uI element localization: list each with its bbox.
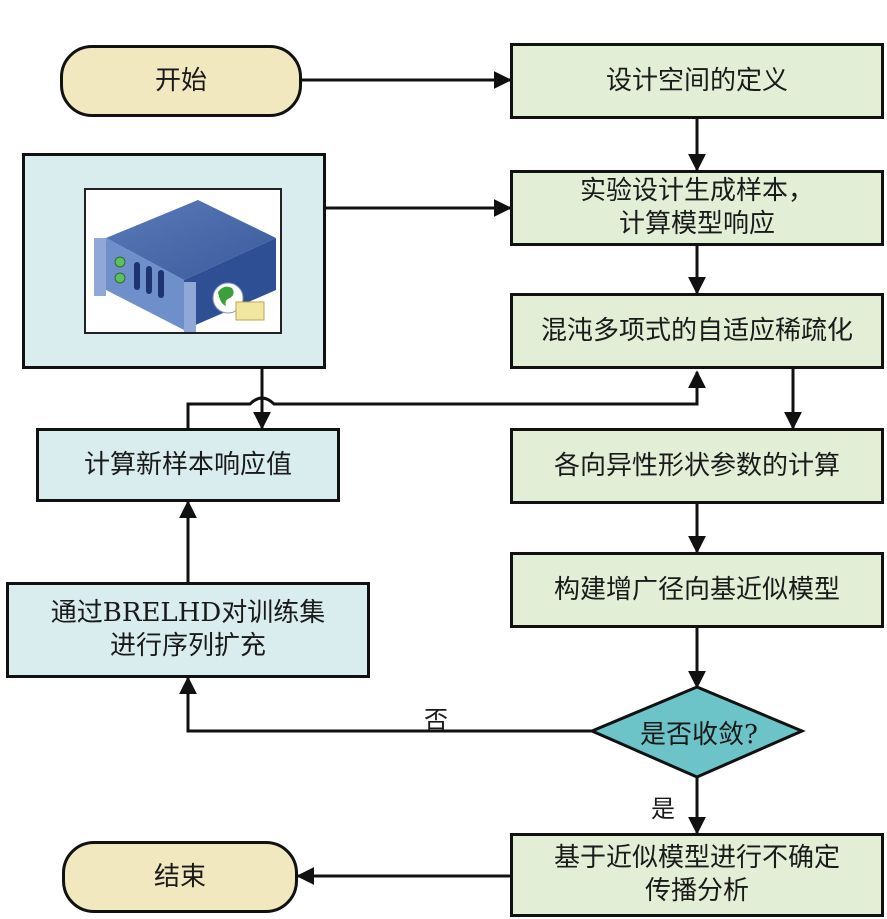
step-expand: 通过BRELHD对训练集 进行序列扩充	[6, 582, 370, 678]
uq-label-line1: 基于近似模型进行不确定	[553, 843, 840, 873]
end-terminal: 结束	[62, 841, 298, 913]
step-anisotropic: 各向异性形状参数的计算	[510, 428, 884, 504]
no-branch-label: 否	[424, 706, 448, 734]
step-build-model: 构建增广径向基近似模型	[510, 552, 884, 628]
expand-label-line1: 通过BRELHD对训练集	[50, 598, 326, 628]
build-model-label: 构建增广径向基近似模型	[553, 574, 840, 605]
yes-branch-label: 是	[651, 795, 675, 823]
step-design-space: 设计空间的定义	[510, 43, 884, 119]
end-label: 结束	[153, 861, 206, 892]
start-terminal: 开始	[60, 45, 302, 117]
server-icon	[94, 200, 276, 332]
expand-label-line2: 进行序列扩充	[109, 631, 266, 661]
step-doe: 实验设计生成样本， 计算模型响应	[510, 170, 884, 246]
uq-label-line2: 传播分析	[644, 876, 749, 906]
step-new-response: 计算新样本响应值	[36, 428, 340, 502]
new-response-label: 计算新样本响应值	[83, 449, 292, 480]
decision-label: 是否收敛?	[640, 719, 758, 750]
start-label: 开始	[154, 65, 207, 96]
doe-label-line2: 计算模型响应	[618, 209, 775, 239]
decision-diamond	[588, 685, 806, 779]
doe-label-line1: 实验设计生成样本，	[579, 176, 814, 206]
anisotropic-label: 各向异性形状参数的计算	[553, 450, 840, 481]
arrow-decision-no	[179, 676, 593, 733]
sparsification-label: 混沌多项式的自适应稀疏化	[540, 315, 853, 346]
step-sparsification: 混沌多项式的自适应稀疏化	[510, 293, 884, 369]
server-image	[84, 188, 282, 334]
arrow-new-to-sparse	[186, 370, 706, 428]
step-uncertainty-propagation: 基于近似模型进行不确定 传播分析	[510, 833, 884, 917]
design-space-label: 设计空间的定义	[605, 65, 788, 96]
